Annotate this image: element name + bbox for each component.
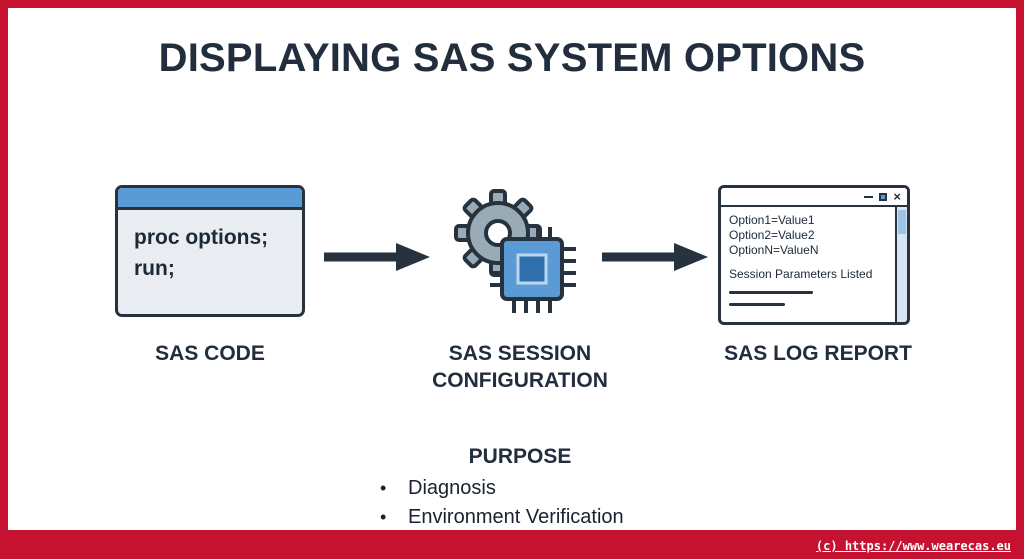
gear-chip-icon (454, 189, 576, 313)
content-area: DISPLAYING SAS SYSTEM OPTIONS proc optio… (8, 8, 1016, 530)
scrollbar (895, 207, 907, 322)
code-line: run; (134, 257, 175, 280)
sas-log-window: × Option1=Value1 Option2=Value2 OptionN=… (718, 185, 910, 325)
list-item: • Diagnosis (380, 474, 624, 503)
sas-code-window: proc options; run; (115, 185, 305, 317)
flow-arrow-right-2 (602, 243, 708, 271)
page-title: DISPLAYING SAS SYSTEM OPTIONS (158, 36, 866, 80)
log-window-titlebar: × (721, 188, 907, 207)
redacted-line (729, 303, 785, 306)
close-icon: × (893, 189, 901, 204)
maximize-icon (879, 192, 888, 201)
purpose-list: • Diagnosis • Environment Verification (380, 474, 624, 532)
sas-code-label: SAS CODE (155, 342, 265, 365)
bullet-icon: • (380, 507, 387, 527)
purpose-item-label: Diagnosis (408, 477, 496, 499)
config-label-line1: SAS SESSION (448, 342, 592, 365)
log-line: Option1=Value1 (729, 213, 815, 227)
redacted-line (729, 291, 813, 294)
log-line: OptionN=ValueN (729, 243, 819, 257)
purpose-heading: PURPOSE (468, 445, 572, 468)
scrollbar-thumb (898, 210, 906, 234)
purpose-item-label: Environment Verification (408, 506, 624, 528)
log-summary-line: Session Parameters Listed (729, 267, 873, 281)
flow-arrow-right-1 (324, 243, 430, 271)
chip-icon (490, 227, 576, 313)
log-window-body: Option1=Value1 Option2=Value2 OptionN=Va… (721, 207, 907, 306)
minimize-icon (864, 195, 874, 198)
code-window-body: proc options; run; (118, 210, 302, 284)
sas-log-report-label: SAS LOG REPORT (724, 342, 912, 365)
config-label-line2: CONFIGURATION (432, 369, 608, 392)
code-window-titlebar (118, 188, 302, 210)
list-item: • Environment Verification (380, 503, 624, 532)
bullet-icon: • (380, 478, 387, 498)
code-line: proc options; (134, 226, 269, 249)
log-line: Option2=Value2 (729, 228, 815, 242)
sas-session-config-label: SAS SESSION CONFIGURATION (390, 340, 650, 394)
copyright-link[interactable]: (c) https://www.wearecas.eu (815, 539, 1011, 553)
